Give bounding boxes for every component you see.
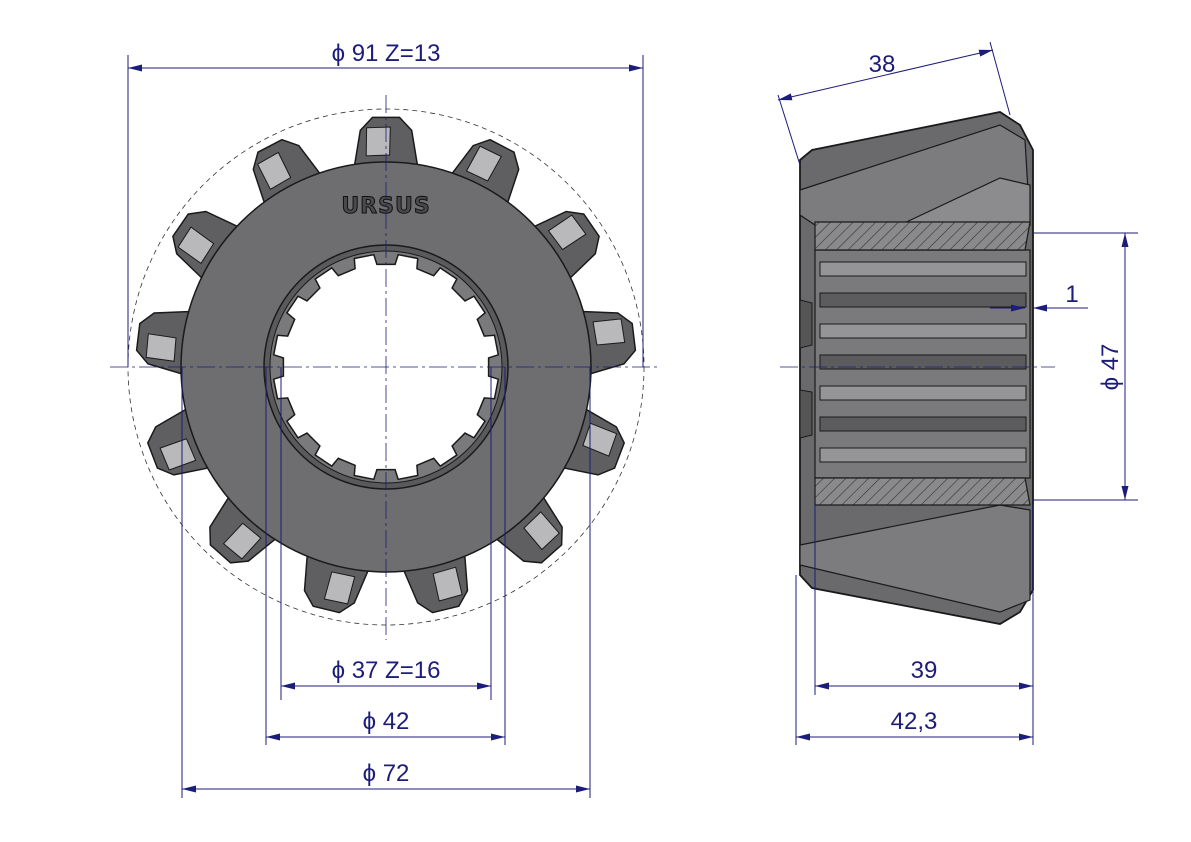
side-view [780,111,1055,625]
inner-length-label: 39 [911,657,938,684]
gear-tooth-highlight [323,571,356,605]
section-hatch-bottom [814,477,1031,506]
gear-tooth-highlight [145,333,177,362]
face-width-label: 38 [869,51,896,78]
dim-face-width: 38 [777,41,1011,166]
dim-inner-length: 39 [814,505,1034,745]
spline-groove [819,416,1027,432]
gear-tooth-highlight [256,151,292,190]
ursus-logo: URSUS [341,194,430,219]
section-hatch-top [814,221,1031,251]
dim-bore-diameter: ϕ 42 [265,367,506,745]
spline-groove [819,323,1027,339]
bore-diameter-label: ϕ 42 [363,708,410,735]
outer-diameter-label: ϕ 91 Z=13 [332,40,441,67]
gear-teeth [135,116,637,614]
gear-tooth-highlight [582,422,618,457]
gear-tooth-highlight [222,522,262,560]
gear-tooth-highlight [465,145,502,182]
dim-spline-diameter: ϕ 37 Z=16 [280,367,492,700]
spline-groove [819,261,1027,277]
front-view: URSUS [110,95,660,640]
gear-tooth-highlight [159,438,197,471]
gear-tooth-highlight [432,566,463,602]
dim-chamfer: 1 [990,281,1088,312]
spline-groove [819,385,1027,401]
gear-tooth-highlight [365,126,391,157]
gear-tooth-highlight [177,226,215,265]
dim-outer-diameter: ϕ 91 Z=13 [127,40,644,367]
gear-tooth-highlight [523,511,560,551]
spline-groove [819,447,1027,463]
spline-groove [819,354,1027,370]
overall-length-label: 42,3 [891,708,938,735]
spline-groove [819,292,1027,308]
tooth-profiles [799,299,813,439]
gear-tooth-highlight [547,214,587,251]
hub-diameter-label: ϕ 72 [363,760,410,787]
gear-tooth-highlight [592,318,626,346]
internal-splines [819,261,1027,463]
spline-diameter-label: ϕ 37 Z=16 [332,657,441,684]
dim-side-bore: ϕ 47 [1033,232,1138,501]
chamfer-label: 1 [1065,281,1078,308]
dim-overall-length: 42,3 [795,575,1033,745]
dim-hub-diameter: ϕ 72 [181,367,591,798]
side-bore-label: ϕ 47 [1097,344,1124,391]
